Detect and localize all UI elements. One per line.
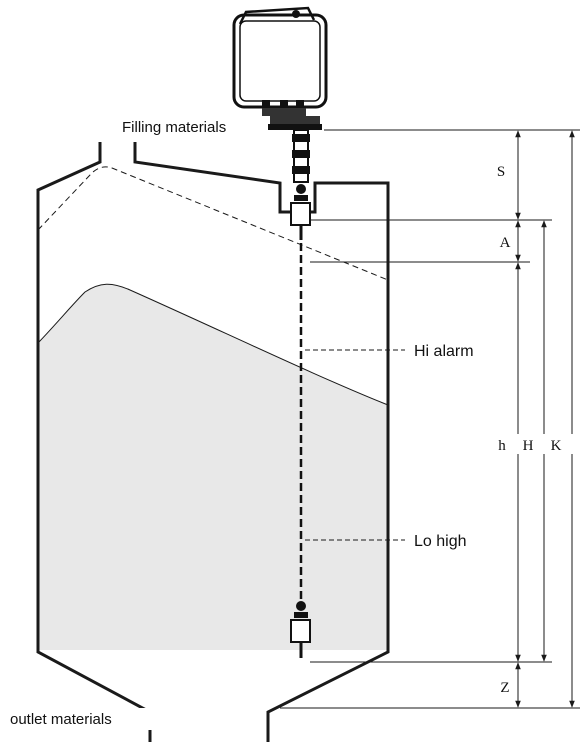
process-connection [268, 112, 322, 183]
lo-high-label: Lo high [414, 533, 467, 550]
dim-label-K: K [551, 438, 562, 454]
dimension-arrows [515, 130, 575, 708]
dim-label-h: h [498, 438, 506, 454]
filling-materials-label: Filling materials [122, 119, 226, 136]
dim-label-z: Z [500, 680, 509, 696]
reference-lines [280, 129, 580, 709]
dim-label-a: A [500, 235, 511, 251]
dim-label-s: S [497, 164, 505, 180]
dim-label-H: H [523, 438, 534, 454]
upper-probe [290, 184, 311, 240]
material-surface-line [37, 283, 389, 406]
lower-probe [290, 601, 311, 658]
upper-material-surface [37, 166, 389, 281]
outlet-materials-label: outlet materials [10, 711, 112, 728]
hi-alarm-label: Hi alarm [414, 343, 474, 360]
stored-material [38, 284, 388, 650]
transmitter-housing [232, 6, 328, 116]
